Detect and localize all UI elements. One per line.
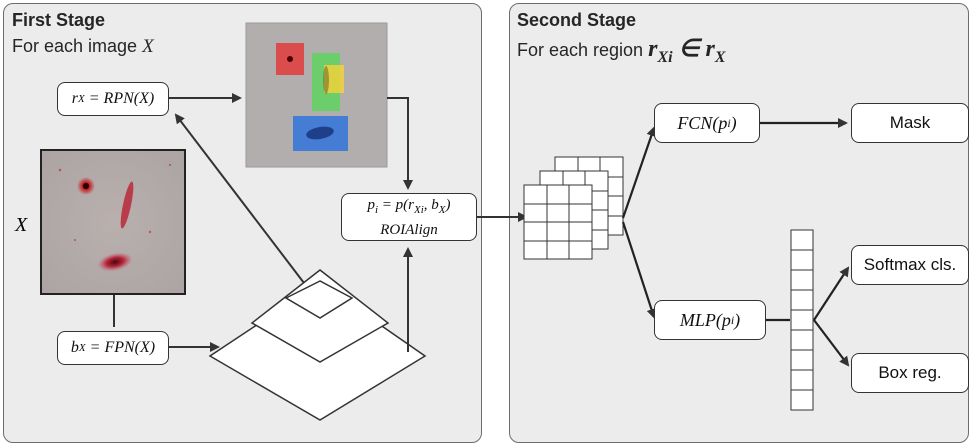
second-stage-subtitle-math: rXi ∈ rX (648, 36, 726, 66)
roi-feature-stack (523, 156, 624, 260)
input-label: X (15, 214, 28, 236)
softmax-output: Softmax cls. (851, 245, 969, 285)
arrow-features-to-fcn (621, 126, 657, 219)
first-stage-subtitle-var: X (142, 36, 154, 57)
mask-output: Mask (851, 103, 969, 143)
roi-align-box: pi = p(rXi, bX) ROIAlign (341, 193, 477, 241)
second-stage-subtitle-text: For each region (517, 40, 644, 60)
input-image (40, 149, 186, 295)
roi-align-label: ROIAlign (380, 221, 438, 238)
first-stage-subtitle-text: For each image (12, 36, 138, 56)
pyramid-level-small (284, 280, 354, 319)
feature-pyramid (208, 269, 427, 421)
region-yellow (324, 65, 344, 93)
first-stage-title: First Stage (12, 10, 106, 30)
arrow-pyramid-to-rpn (174, 113, 305, 284)
first-stage-subtitle: For each image X (12, 36, 154, 58)
arrow-features-to-mlp (621, 221, 657, 319)
second-stage-title: Second Stage (517, 10, 637, 30)
arrow-vector-to-boxreg (813, 319, 850, 367)
boxreg-output: Box reg. (851, 353, 969, 393)
proposal-image (245, 22, 388, 168)
second-stage-subtitle: For each region rXi ∈ rX (517, 34, 725, 67)
feature-vector (790, 229, 814, 411)
arrow-proposals-to-roi (387, 97, 413, 190)
roi-formula: pi = p(rXi, bX) (367, 196, 451, 216)
arrow-vector-to-softmax (813, 266, 850, 321)
